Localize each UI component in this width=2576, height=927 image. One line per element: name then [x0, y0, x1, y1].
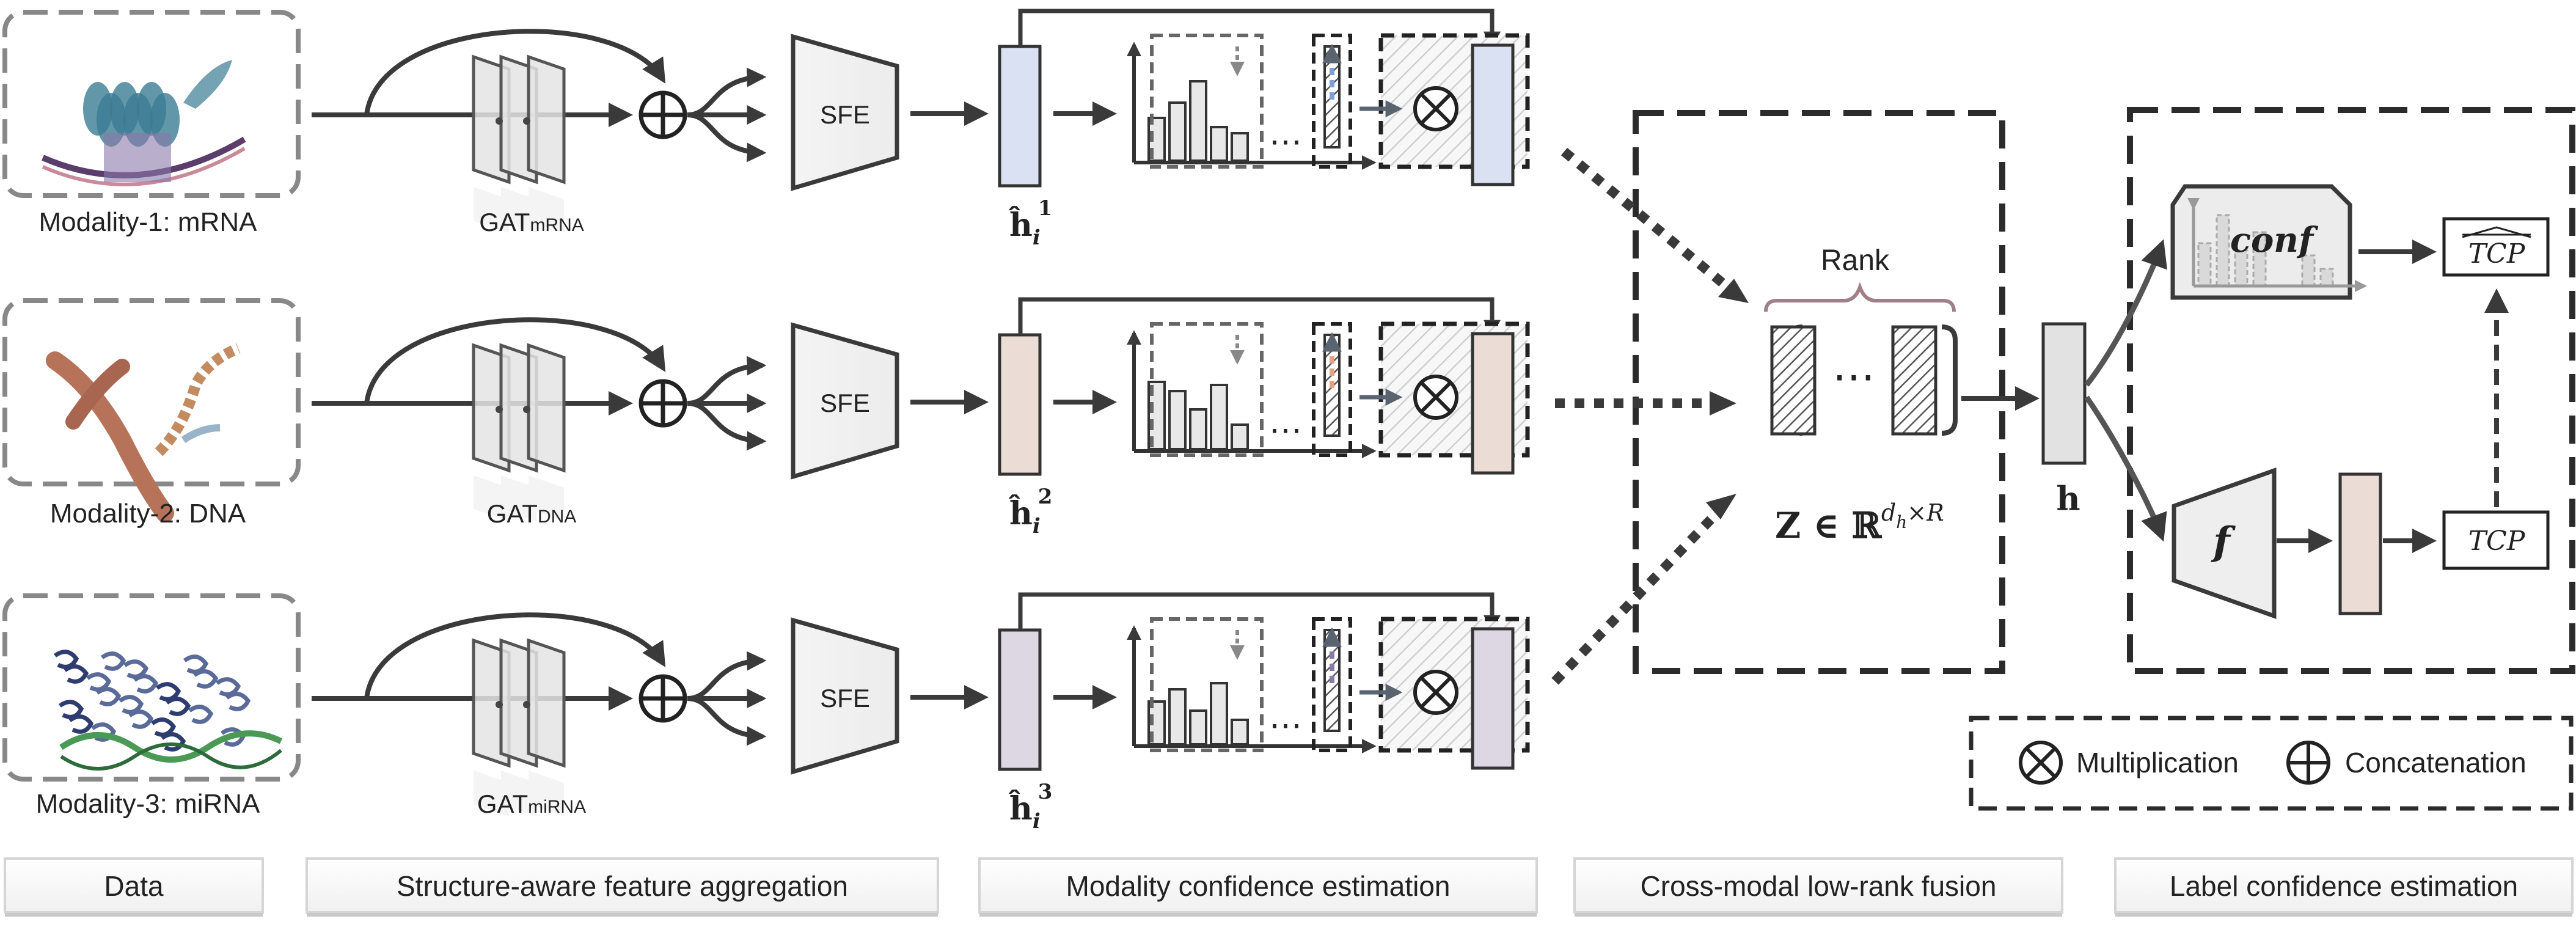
confidence-histogram-1: ⋯ [1127, 34, 1377, 170]
z-formula: Z ∈ ℝdh×R [1775, 499, 1944, 546]
svg-text:⋯: ⋯ [1269, 707, 1302, 744]
gat-label-3: GATmiRNA [477, 790, 586, 818]
sfe-block-1 [791, 34, 899, 191]
f-network [2172, 467, 2277, 619]
svg-text:Cross-modal low-rank fusion: Cross-modal low-rank fusion [1641, 870, 1997, 902]
gat-layers-2 [472, 343, 566, 521]
tcp-label: TCP [2468, 526, 2526, 557]
modality-label-3: Modality-3: miRNA [36, 789, 260, 819]
h-hat-label-3: ĥi3 [1008, 780, 1052, 834]
rank-column-r [1891, 325, 1937, 436]
svg-text:Data: Data [104, 870, 164, 902]
h-hat-vector-1 [998, 45, 1042, 188]
fusion-arrowheads [1706, 279, 1749, 519]
rank-column-1 [1770, 325, 1817, 436]
svg-text:⋯: ⋯ [1269, 123, 1302, 160]
h-hat-label-2: ĥi2 [1008, 485, 1052, 538]
confidence-histogram-3: ⋯ [1127, 617, 1377, 753]
fusion-panel: ⋯ Rank Z ∈ ℝdh×R [1633, 110, 2005, 674]
gat-label-2: GATDNA [487, 499, 577, 528]
conf-label: conf [2230, 220, 2319, 260]
rank-dots: ⋯ [1832, 353, 1875, 400]
f-output-vector [2338, 472, 2382, 615]
legend-concatenation: Concatenation [2345, 747, 2527, 779]
stage-label-5: Label confidence estimation [2114, 857, 2574, 917]
modality-row-1: Modality-1: mRNA GATmRNA SFE ĥi1 ⋯ [2, 9, 1530, 250]
stage-label-4: Cross-modal low-rank fusion [1573, 857, 2063, 917]
modality-label-1: Modality-1: mRNA [39, 207, 258, 237]
label-confidence-panel: conf TCP f TCP [2084, 107, 2575, 674]
modality-image-3 [2, 593, 301, 782]
h-label: h [2056, 479, 2080, 518]
h-hat-label-1: ĥi1 [1008, 196, 1052, 250]
weighted-vector-2 [1471, 332, 1515, 475]
fusion-input-arrows [1551, 147, 1730, 685]
modality-image-2 [2, 298, 301, 522]
tcp-box [2442, 510, 2550, 570]
tcp-hat-label: TCP [2468, 238, 2526, 269]
modality-label-2: Modality-2: DNA [50, 499, 246, 529]
gat-layers-1 [472, 54, 566, 233]
h-hat-vector-3 [998, 628, 1042, 771]
h-hat-vector-2 [998, 333, 1042, 476]
sfe-block-2 [791, 322, 899, 480]
gat-label-1: GATmRNA [479, 208, 584, 236]
modality-row-2: Modality-2: DNA GATDNA SFE ĥi2 ⋯ [2, 297, 1530, 538]
svg-text:⋯: ⋯ [1269, 412, 1302, 449]
conf-mini-chart [2197, 214, 2334, 287]
h-vector [2041, 322, 2087, 465]
sfe-block-3 [791, 617, 899, 775]
modality-image-1 [2, 10, 301, 198]
svg-text:Label confidence estimation: Label confidence estimation [2170, 870, 2518, 902]
svg-text:Modality confidence estimation: Modality confidence estimation [1066, 870, 1451, 902]
rank-brace [1764, 282, 1956, 312]
legend-multiplication: Multiplication [2076, 747, 2239, 779]
stage-label-1: Data [4, 857, 264, 917]
legend: Multiplication Concatenation [1969, 716, 2574, 811]
sfe-label-3: SFE [820, 684, 870, 713]
stage-label-3: Modality confidence estimation [978, 857, 1538, 917]
modality-row-3: Modality-3: miRNA GATmiRNA SFE ĥi3 ⋯ [2, 592, 1530, 834]
svg-text:Structure-aware feature aggreg: Structure-aware feature aggregation [397, 870, 848, 902]
weighted-vector-1 [1471, 43, 1515, 186]
stage-label-2: Structure-aware feature aggregation [306, 857, 939, 917]
rank-label: Rank [1821, 244, 1890, 277]
sfe-label-2: SFE [820, 389, 870, 417]
sfe-label-1: SFE [820, 100, 870, 129]
gat-layers-3 [472, 638, 566, 816]
confidence-histogram-2: ⋯ [1127, 322, 1377, 458]
weighted-vector-3 [1471, 627, 1515, 770]
